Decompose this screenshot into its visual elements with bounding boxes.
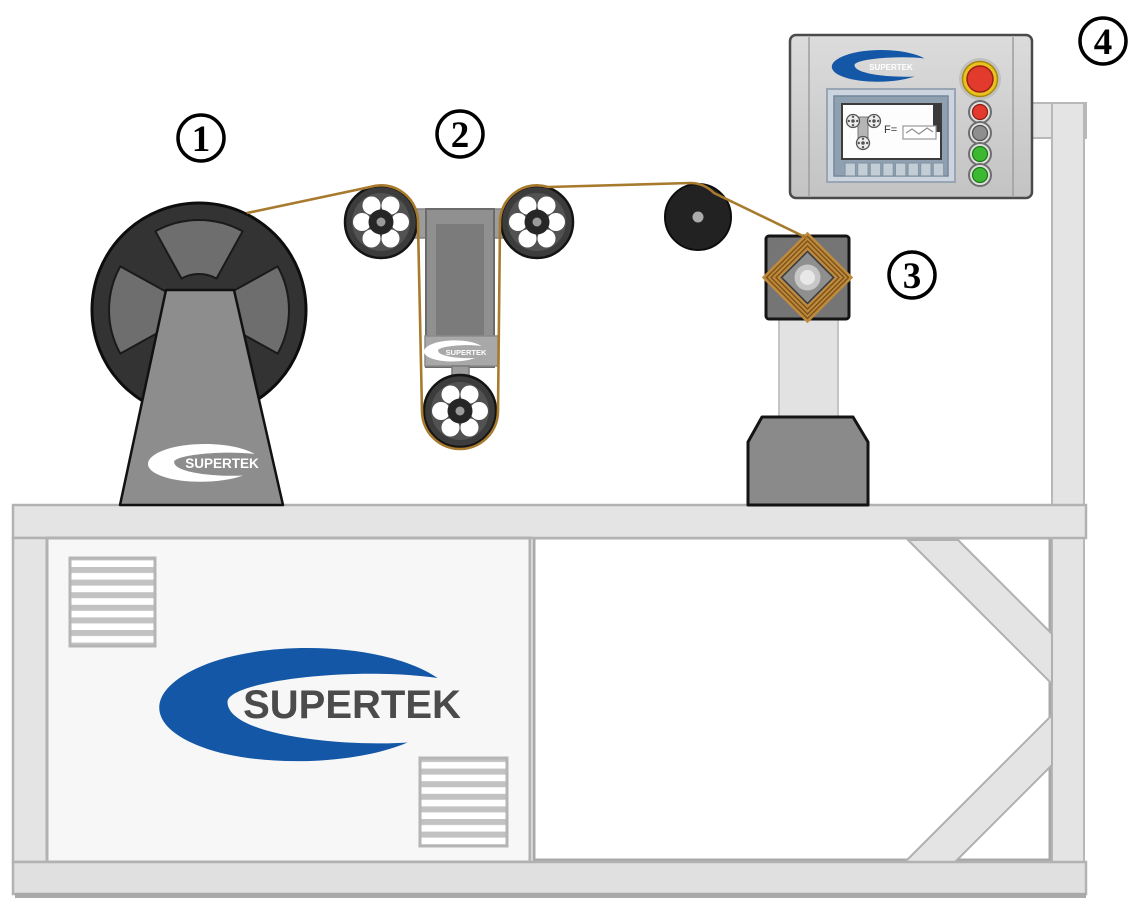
bench-frame <box>11 102 1088 894</box>
dancer-pulley-icon <box>422 373 498 449</box>
svg-text:1: 1 <box>192 119 211 160</box>
emergency-stop-button[interactable] <box>959 58 1001 100</box>
reel-stand-logo-text: SUPERTEK <box>185 456 259 471</box>
upper-diagonal-brace <box>905 539 1053 687</box>
dancer-logo-text: SUPERTEK <box>446 348 487 357</box>
dancer-tensioner-unit: SUPERTEK <box>343 184 575 449</box>
panel-logo-text: SUPERTEK <box>869 63 913 72</box>
idler-hub <box>692 211 704 223</box>
svg-text:4: 4 <box>1094 22 1113 63</box>
force-trend-box <box>902 125 937 140</box>
label-winding-head: 3 <box>887 250 937 300</box>
callout-labels: 1 2 3 4 <box>176 16 1128 300</box>
tabletop-beam <box>11 503 1088 540</box>
hmi-dancer-icon <box>845 113 882 151</box>
payoff-reel-unit: SUPERTEK <box>90 201 308 507</box>
svg-text:2: 2 <box>451 115 470 156</box>
force-label: F= <box>884 124 897 136</box>
vent-grille-icon <box>418 756 509 848</box>
coil-hub-center <box>800 270 815 285</box>
hmi-function-keys[interactable] <box>844 162 945 177</box>
screen-slider <box>933 105 940 132</box>
winding-head-post <box>778 317 839 431</box>
floor-beam-shadow <box>15 893 1086 898</box>
right-post <box>1051 102 1085 894</box>
vent-grille-icon <box>68 556 157 648</box>
winding-head-base <box>746 415 870 507</box>
label-payoff-reel: 1 <box>176 113 226 163</box>
green-button[interactable] <box>968 163 992 187</box>
base-cabinet: SUPERTEK <box>45 536 532 864</box>
label-control-panel: 4 <box>1078 16 1128 66</box>
red-button[interactable] <box>968 100 992 124</box>
gray-button[interactable] <box>968 121 992 145</box>
winding-head-unit <box>746 231 870 507</box>
wire <box>246 181 808 451</box>
wire-coil-turns <box>765 235 850 320</box>
label-dancer-tensioner: 2 <box>435 109 485 159</box>
svg-text:3: 3 <box>903 256 922 297</box>
trend-wave-icon <box>905 127 934 135</box>
cabinet-logo-text: SUPERTEK <box>243 683 461 727</box>
control-panel: SUPERTEK <box>788 33 1034 200</box>
floor-beam <box>11 860 1088 896</box>
dancer-slot <box>436 224 484 346</box>
green-button[interactable] <box>968 142 992 166</box>
idler-pulley <box>664 183 732 251</box>
left-post <box>11 536 49 864</box>
estop-mushroom[interactable] <box>966 65 994 93</box>
panel-pushbuttons <box>968 100 992 187</box>
hmi-screen[interactable]: F= <box>826 88 956 183</box>
